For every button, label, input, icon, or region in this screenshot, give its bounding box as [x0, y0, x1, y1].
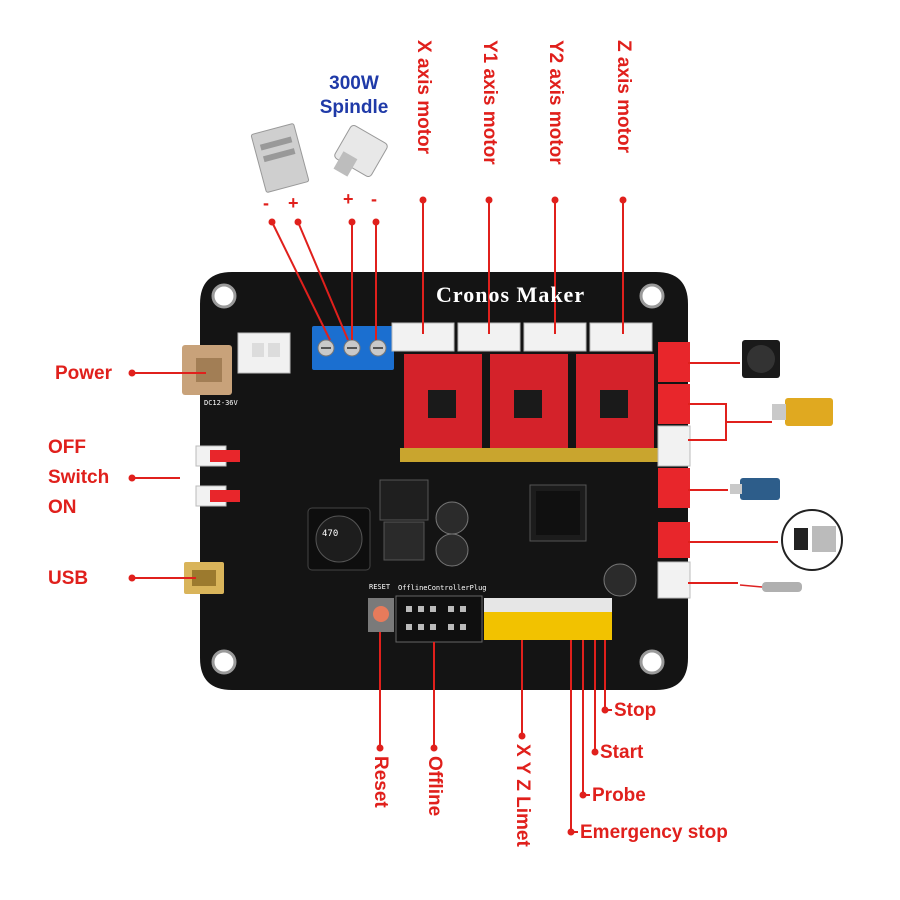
spindle-image [333, 125, 388, 177]
spindle-label-line2: Spindle [319, 96, 389, 118]
laser-module-image [772, 398, 833, 426]
switch-on-label: ON [48, 497, 77, 518]
usb-port [184, 562, 224, 594]
leader-dots [128, 196, 627, 836]
terminal-block [312, 326, 394, 370]
stop-label: Stop [614, 700, 657, 721]
capacitor-3 [603, 563, 637, 597]
psu-plus-label: + [288, 193, 299, 213]
inductor-silk: 470 [322, 529, 339, 539]
psu-minus-label: - [263, 193, 269, 213]
offline-label: Offline [424, 756, 445, 817]
spindle-label-line1: 300W [329, 73, 379, 94]
spindle-label: 300W Spindle [306, 72, 402, 120]
brand-logo-text: Cronos Maker [436, 282, 586, 307]
y1-axis-motor-label: Y1 axis motor [479, 40, 500, 165]
switch-label: Switch [48, 467, 110, 488]
stepper-drivers [400, 354, 658, 462]
mount-hole-tl [211, 283, 237, 309]
z-axis-motor-label: Z axis motor [613, 40, 634, 153]
laser-pointer-image [739, 582, 802, 592]
probe-label: Probe [592, 785, 646, 806]
spindle-minus-label: - [371, 189, 377, 209]
fan-image [742, 340, 780, 378]
mount-hole-tr [639, 283, 665, 309]
capacitor-2 [435, 533, 469, 567]
limit-header [484, 598, 612, 640]
right-connectors [657, 342, 691, 599]
power-label: Power [55, 363, 113, 384]
psu-image [250, 123, 310, 193]
reset-silk: RESET [369, 583, 391, 591]
start-label: Start [600, 742, 644, 763]
mount-hole-br [639, 649, 665, 675]
laser-kit-image [781, 509, 843, 571]
reset-label: Reset [370, 756, 391, 808]
x-axis-motor-label: X axis motor [413, 40, 434, 155]
xyz-limit-label: X Y Z Limet [512, 744, 533, 847]
y2-axis-motor-label: Y2 axis motor [545, 40, 566, 165]
emergency-stop-label: Emergency stop [580, 822, 728, 843]
switch-off-label: OFF [48, 437, 86, 458]
leader-lines [132, 200, 778, 833]
mount-hole-bl [211, 649, 237, 675]
power-jack [182, 345, 232, 395]
dc-jack-silk: DC12-36V [204, 399, 238, 407]
laser-module-2-image [730, 478, 780, 500]
capacitor-1 [435, 501, 469, 535]
usb-label: USB [48, 568, 89, 589]
regulator [379, 479, 429, 521]
offline-header [395, 595, 483, 643]
spindle-plus-label: + [343, 189, 354, 209]
offline-header-silk: OfflineControllerPlug [398, 584, 487, 592]
